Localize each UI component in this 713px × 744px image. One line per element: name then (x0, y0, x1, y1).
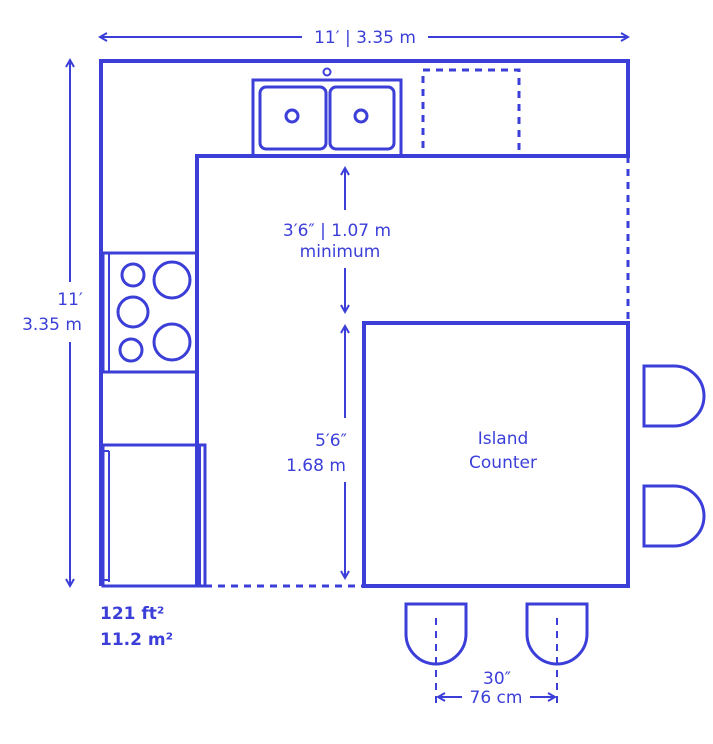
island-depth-label-m: 1.68 m (286, 456, 346, 476)
area-sqm: 11.2 m² (100, 630, 173, 650)
stool-icon (525, 602, 589, 706)
area-sqft: 121 ft² (100, 604, 164, 624)
height-label-m: 3.35 m (22, 315, 82, 335)
stool-spacing-label-cm: 76 cm (470, 688, 523, 708)
l-shaped-counter (99, 59, 630, 586)
width-dimension: 11′ | 3.35 m (100, 28, 628, 48)
island-label-line1: Island (478, 429, 529, 449)
stool-icon (642, 484, 706, 548)
island-label-line2: Counter (469, 453, 537, 473)
stool-icon (642, 364, 706, 428)
stool-icon (404, 602, 468, 706)
aisle-clearance-label: 3′6″ | 1.07 m (283, 221, 391, 241)
aisle-clearance-note: minimum (300, 242, 381, 262)
stool-spacing-dimension: 30″ 76 cm (438, 669, 555, 708)
height-label-ft: 11′ (57, 290, 83, 310)
refrigerator-icon (101, 443, 207, 588)
island-depth-label-ft: 5′6″ (315, 431, 347, 451)
aisle-clearance-dimension: 3′6″ | 1.07 m minimum (283, 168, 391, 312)
sink-icon (251, 67, 403, 158)
stool-spacing-label-in: 30″ (483, 669, 511, 689)
dishwasher-icon (421, 68, 521, 158)
island-counter: Island Counter (362, 321, 630, 588)
width-label: 11′ | 3.35 m (314, 28, 416, 48)
island-depth-dimension: 5′6″ 1.68 m (286, 326, 347, 578)
stove-icon (101, 251, 199, 374)
height-dimension: 11′ 3.35 m (22, 60, 83, 586)
